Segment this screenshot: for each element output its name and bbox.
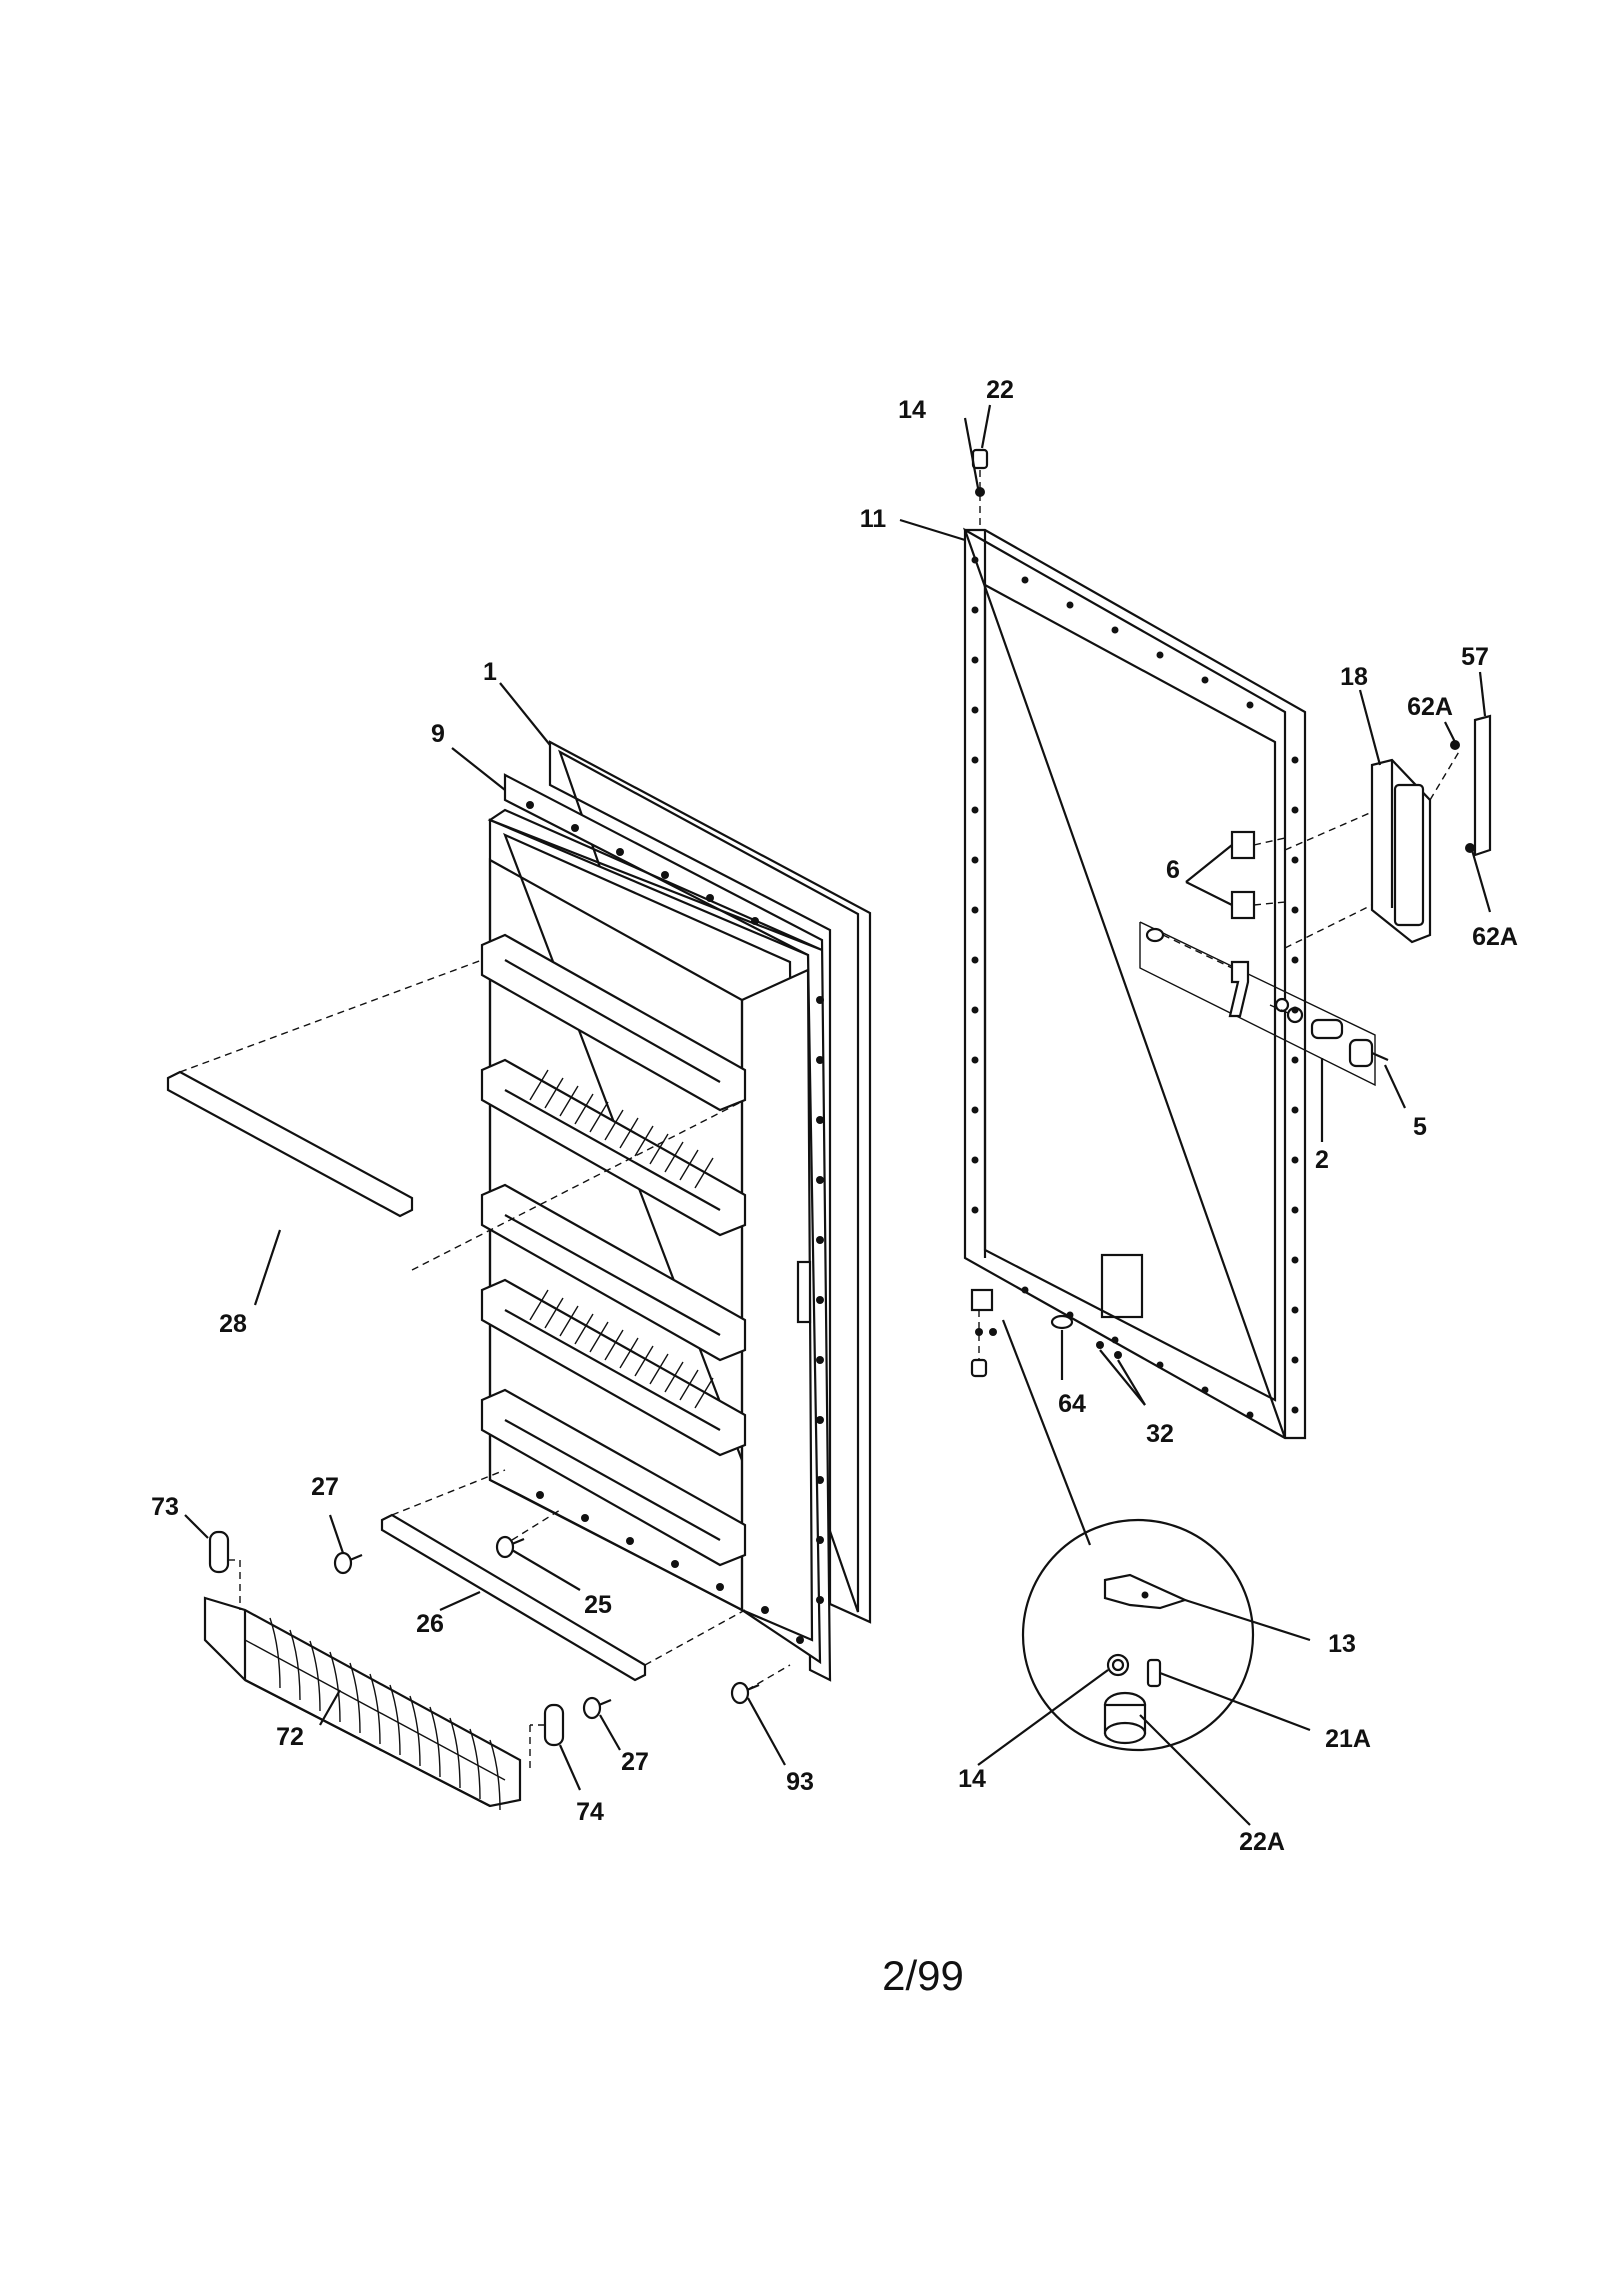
callout-5: 5: [1413, 1113, 1427, 1141]
brackets-6: [1230, 830, 1286, 920]
door-shelf-3: [480, 1183, 747, 1362]
callout-21a: 21A: [1325, 1725, 1371, 1753]
callout-2: 2: [1315, 1146, 1329, 1174]
callout-13: 13: [1328, 1630, 1356, 1658]
screw-27-lower: [582, 1696, 612, 1720]
callout-32: 32: [1146, 1420, 1174, 1448]
callout-73: 73: [151, 1493, 179, 1521]
top-hinge-parts: [971, 448, 989, 528]
callout-1: 1: [483, 658, 497, 686]
lock-assembly-2: [1139, 921, 1376, 1087]
screw-27-upper: [333, 1551, 363, 1575]
door-shelf-4: [480, 1278, 747, 1457]
callout-27-lower: 27: [621, 1748, 649, 1776]
bottom-hinge-small: [970, 1288, 1122, 1378]
callout-14-top: 14: [898, 396, 926, 424]
page-code: 2/99: [882, 1952, 964, 1999]
callout-93: 93: [786, 1768, 814, 1796]
callout-62a-upper: 62A: [1407, 693, 1453, 721]
leader-lines: [184, 404, 1492, 1826]
door-shelf-2: [480, 1058, 747, 1237]
callout-14-detail: 14: [958, 1765, 986, 1793]
callout-22a: 22A: [1239, 1828, 1285, 1856]
callout-18: 18: [1340, 663, 1368, 691]
callout-6: 6: [1166, 856, 1180, 884]
callout-28: 28: [219, 1310, 247, 1338]
callout-26: 26: [416, 1610, 444, 1638]
liner-screw-holes: [526, 801, 824, 1644]
door-shelf-5: [480, 1388, 747, 1567]
callout-72: 72: [276, 1723, 304, 1751]
screws: [333, 1509, 791, 1720]
shelf-rail-28: [166, 959, 746, 1271]
screw-25: [495, 1535, 525, 1559]
callout-27-upper: 27: [311, 1473, 339, 1501]
breaker-frame: [503, 773, 832, 1682]
callout-labels: 1 9 28 27 73 25 26 72 27 74 93 22 14 11 …: [151, 376, 1518, 1856]
callout-25: 25: [584, 1591, 612, 1619]
handle-18: [1284, 758, 1432, 949]
hinge-detail-magnifier: [1001, 1319, 1255, 1752]
clip-73: [208, 1530, 241, 1610]
outer-door-11: [962, 527, 1307, 1440]
basket-72: [203, 1596, 522, 1811]
callout-74: 74: [576, 1798, 604, 1826]
callout-64: 64: [1058, 1390, 1086, 1418]
clip-74: [529, 1703, 565, 1770]
callout-62a-lower: 62A: [1472, 923, 1518, 951]
callout-11: 11: [860, 505, 887, 533]
callout-22: 22: [986, 376, 1014, 404]
callout-57: 57: [1461, 643, 1489, 671]
callout-9: 9: [431, 720, 445, 748]
bottom-rail-26: [380, 1469, 746, 1682]
door-liner-assembly: [480, 740, 872, 1682]
outer-door-holes: [971, 556, 1299, 1419]
screw-93: [730, 1681, 760, 1705]
lock-key-5: [1348, 1038, 1389, 1068]
trim-57: [1429, 714, 1492, 857]
